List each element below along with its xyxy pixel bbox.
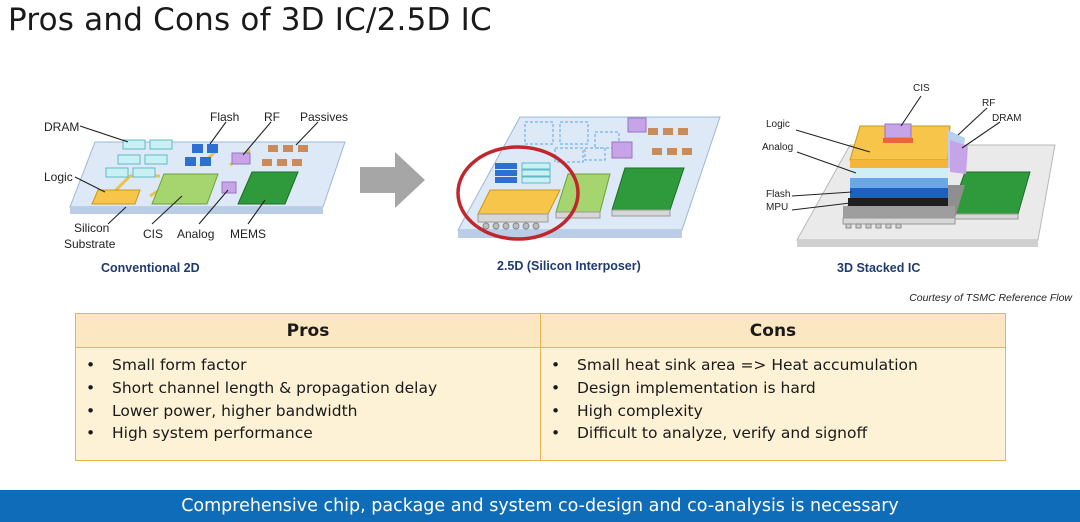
diagram-2-5d: 2.5D (Silicon Interposer) bbox=[456, 116, 721, 273]
highlight-circle bbox=[456, 145, 580, 241]
cons-item: Design implementation is hard bbox=[551, 377, 1005, 400]
label-logic: Logic bbox=[44, 170, 73, 184]
diagram-conventional-2d: DRAM Flash RF Passives Logic Silicon Sub… bbox=[44, 110, 348, 275]
pros-cons-table: Pros Cons Small form factor Short channe… bbox=[75, 313, 1006, 461]
courtesy-note: Courtesy of TSMC Reference Flow bbox=[909, 292, 1072, 304]
pros-item: Lower power, higher bandwidth bbox=[86, 400, 540, 423]
label-3d-flash: Flash bbox=[766, 189, 790, 200]
label-silicon: Silicon bbox=[74, 221, 109, 235]
pros-item: Small form factor bbox=[86, 354, 540, 377]
cons-item: High complexity bbox=[551, 400, 1005, 423]
ic-diagrams: DRAM Flash RF Passives Logic Silicon Sub… bbox=[44, 83, 1056, 275]
cons-cell: Small heat sink area => Heat accumulatio… bbox=[540, 347, 1006, 461]
caption-conventional-2d: Conventional 2D bbox=[101, 261, 200, 275]
caption-3d-stacked: 3D Stacked IC bbox=[837, 261, 920, 275]
label-3d-logic: Logic bbox=[766, 119, 790, 130]
label-3d-rf: RF bbox=[982, 98, 995, 109]
footer-banner: Comprehensive chip, package and system c… bbox=[0, 490, 1080, 522]
label-analog: Analog bbox=[177, 227, 214, 241]
label-flash: Flash bbox=[210, 110, 239, 124]
cons-item: Difficult to analyze, verify and signoff bbox=[551, 422, 1005, 445]
label-3d-mpu: MPU bbox=[766, 202, 788, 213]
slide-title: Pros and Cons of 3D IC/2.5D IC bbox=[8, 2, 492, 38]
label-3d-analog: Analog bbox=[762, 142, 793, 153]
label-mems: MEMS bbox=[230, 227, 266, 241]
diagram-3d-stacked: CIS RF DRAM Logic Analog Flash MPU 3D St… bbox=[762, 83, 1056, 275]
pros-item: Short channel length & propagation delay bbox=[86, 377, 540, 400]
label-passives: Passives bbox=[300, 110, 348, 124]
cons-header: Cons bbox=[540, 313, 1006, 348]
cons-list: Small heat sink area => Heat accumulatio… bbox=[541, 354, 1005, 445]
pros-list: Small form factor Short channel length &… bbox=[76, 354, 540, 445]
label-substrate: Substrate bbox=[64, 237, 116, 251]
label-3d-dram: DRAM bbox=[992, 113, 1021, 124]
caption-2-5d: 2.5D (Silicon Interposer) bbox=[497, 259, 641, 273]
label-3d-cis: CIS bbox=[913, 83, 930, 94]
label-rf: RF bbox=[264, 110, 280, 124]
pros-cell: Small form factor Short channel length &… bbox=[75, 347, 541, 461]
label-cis: CIS bbox=[143, 227, 163, 241]
cons-item: Small heat sink area => Heat accumulatio… bbox=[551, 354, 1005, 377]
pros-header: Pros bbox=[75, 313, 541, 348]
label-dram: DRAM bbox=[44, 120, 79, 134]
arrow-icon bbox=[360, 152, 425, 208]
pros-item: High system performance bbox=[86, 422, 540, 445]
